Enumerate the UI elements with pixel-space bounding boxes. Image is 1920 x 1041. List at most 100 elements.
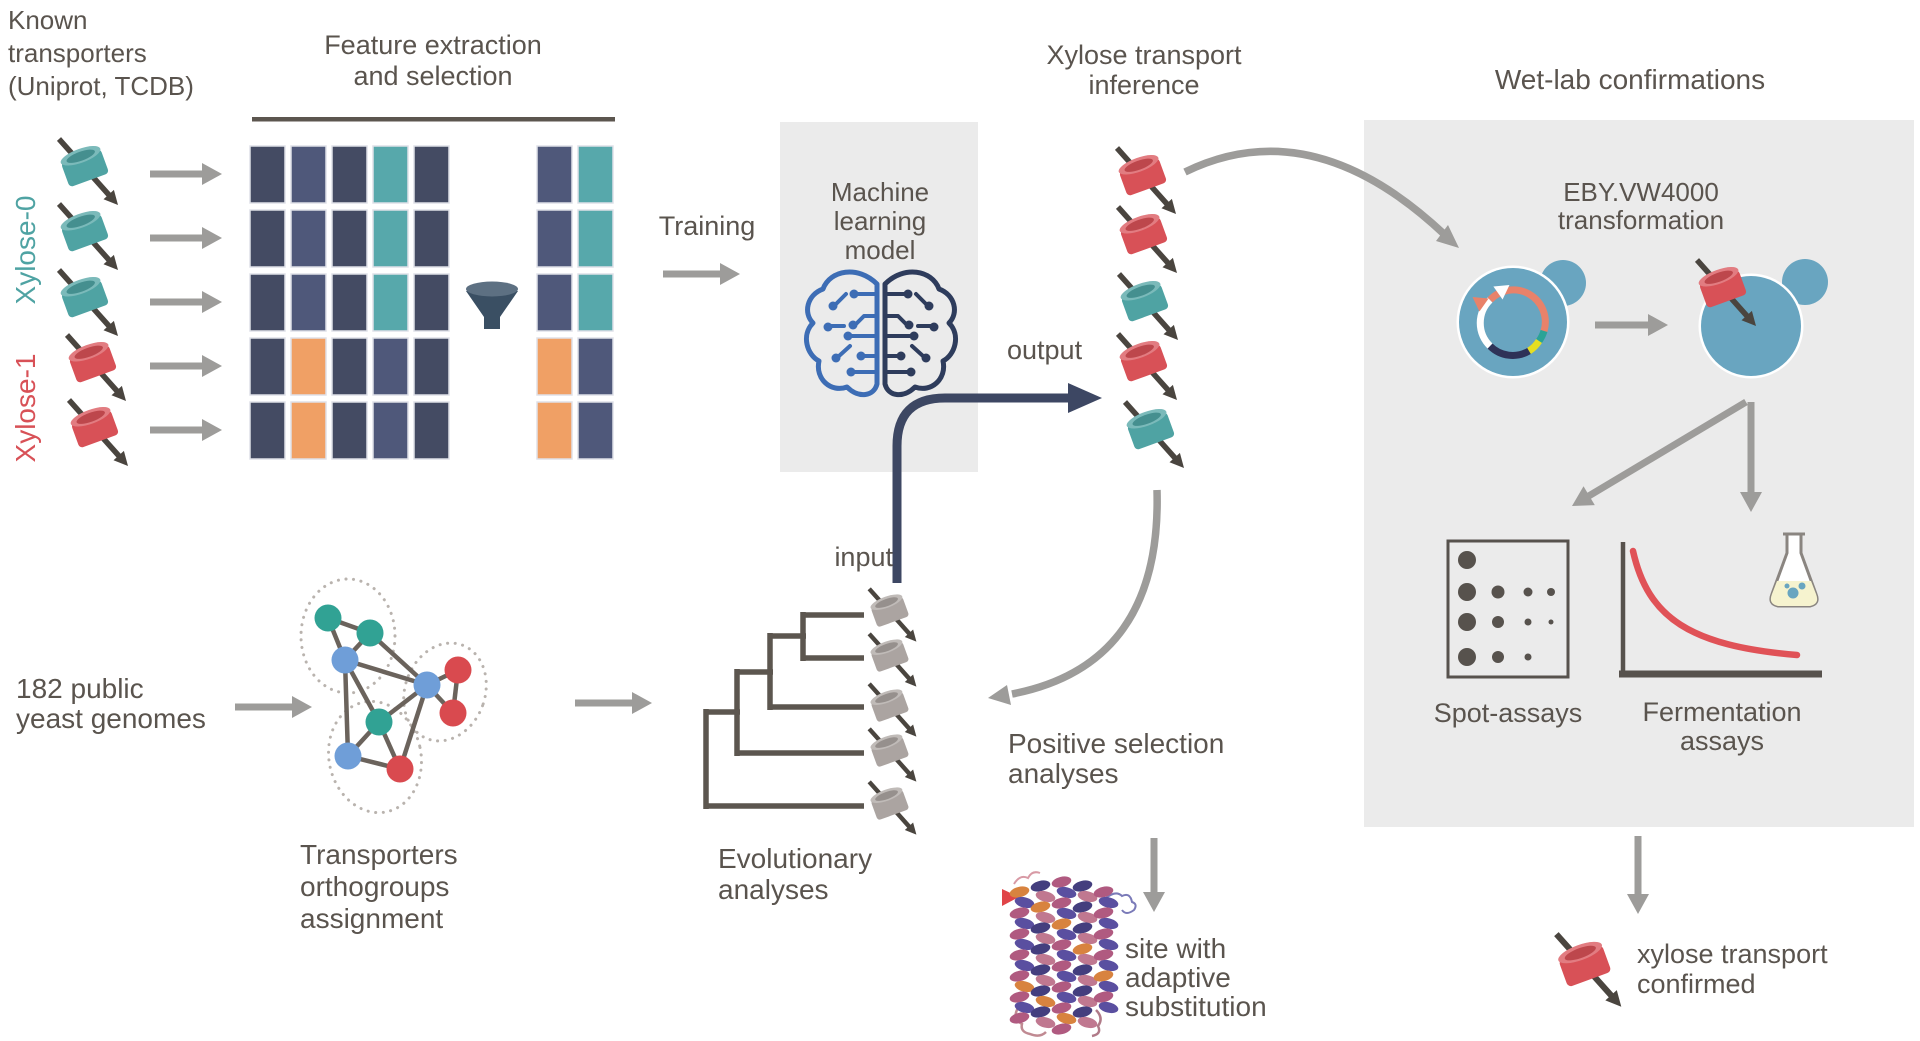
feature-tile — [372, 209, 409, 268]
protein-helix-coil — [1072, 880, 1093, 892]
genomes-arrow — [235, 696, 312, 718]
network-node — [444, 656, 472, 684]
protein-helix-coil — [1051, 981, 1072, 993]
protein-helix-coil — [1030, 964, 1051, 976]
network-node — [386, 755, 414, 783]
feature-matrix — [249, 145, 614, 460]
machine-learning-brain-icon — [803, 269, 959, 397]
wetlab-to-confirmed-arrow — [1627, 836, 1649, 914]
network-node — [413, 671, 441, 699]
known-transporter-icon — [64, 333, 126, 401]
fermentation-label: Fermentation assays — [1642, 697, 1802, 756]
protein-helix-coil — [1051, 960, 1072, 972]
selected-feature-tile — [577, 401, 614, 460]
feature-tile — [372, 145, 409, 204]
fermentation-chart — [1619, 542, 1822, 678]
cell-to-spot-arrow — [1572, 398, 1748, 506]
network-node — [331, 646, 359, 674]
inference-to-wetlab-arrow — [1183, 147, 1459, 248]
network-to-tree-arrow — [575, 692, 652, 714]
feature-tile — [413, 273, 450, 332]
protein-helix-coil — [1014, 980, 1035, 993]
feature-tile — [249, 145, 286, 204]
orthogroups-label: Transporters orthogroups assignment — [300, 839, 458, 934]
protein-helix-coil — [1035, 974, 1056, 987]
known-transporters-title: Known transporters (Uniprot, TCDB) — [8, 5, 194, 101]
feature-tile — [290, 209, 327, 268]
protein-helix-coil — [1077, 911, 1098, 924]
protein-helix-coil — [1056, 1012, 1077, 1025]
transformation-arrow — [1595, 314, 1668, 336]
feature-tile — [290, 401, 327, 460]
protein-helix-coil — [1009, 886, 1030, 898]
site-marker-triangle — [1002, 889, 1019, 906]
protein-helix-coil — [1093, 907, 1114, 919]
flask-icon — [1769, 532, 1819, 608]
feature-row-arrow — [150, 291, 222, 313]
selected-feature-tile — [536, 337, 573, 396]
protein-helix-coil — [1030, 985, 1051, 997]
protein-helix-coil — [1093, 970, 1114, 982]
network-node — [365, 708, 393, 736]
selected-feature-tile — [536, 145, 573, 204]
training-arrow — [663, 263, 740, 285]
selected-feature-tile — [536, 209, 573, 268]
inference-title: Xylose transport inference — [1046, 40, 1242, 100]
inference-to-positive-arrow — [988, 489, 1161, 705]
colony-spot — [1492, 651, 1504, 663]
feature-tile — [290, 337, 327, 396]
protein-helix-coil — [1056, 907, 1077, 920]
network-edge — [344, 657, 428, 688]
protein-helix-coil — [1077, 974, 1098, 987]
feature-tile — [249, 337, 286, 396]
phylogenetic-tree — [703, 612, 864, 809]
network-node — [334, 742, 362, 770]
feature-tile — [290, 145, 327, 204]
protein-helix-coil — [1009, 991, 1030, 1003]
positive-to-protein-arrow — [1143, 838, 1165, 912]
protein-helix-coil — [1093, 928, 1114, 940]
colony-spot — [1548, 619, 1554, 625]
protein-helix-coil — [1056, 949, 1077, 962]
confirmed-transporter-icon — [1554, 932, 1622, 1007]
network-node — [439, 699, 467, 727]
ortholog-transporter-icon — [867, 587, 917, 642]
protein-helix-coil — [1014, 938, 1035, 951]
protein-helix-coil — [1072, 964, 1093, 976]
feature-tile — [413, 209, 450, 268]
colony-spot — [1458, 583, 1476, 601]
protein-helix-coil — [1014, 1001, 1035, 1014]
inferred-transporter-icon — [1122, 400, 1184, 468]
protein-helix-coil — [1093, 949, 1114, 961]
protein-helix-coil — [1051, 897, 1072, 909]
protein-helix-coil — [1014, 959, 1035, 972]
selected-feature-tile — [577, 337, 614, 396]
selected-feature-tile — [577, 209, 614, 268]
colony-spot — [1491, 585, 1505, 599]
protein-helix-coil — [1072, 922, 1093, 934]
positive-selection-label: Positive selection analyses — [1008, 728, 1225, 789]
feature-row-arrow — [150, 419, 222, 441]
colony-spot — [1524, 653, 1532, 661]
protein-helix-coil — [1093, 886, 1114, 898]
cell-transporter-icon — [1694, 258, 1756, 326]
feature-tile — [331, 273, 368, 332]
selected-feature-tile — [577, 145, 614, 204]
protein-helix-coil — [1030, 922, 1051, 934]
protein-helix-coil — [1077, 953, 1098, 966]
protein-helix-coil — [1051, 876, 1072, 888]
genomes-label: 182 public yeast genomes — [16, 673, 206, 734]
protein-helix-coil — [1077, 1016, 1098, 1029]
protein-helix-coil — [1030, 901, 1051, 913]
protein-helix-coil — [1035, 1016, 1056, 1029]
protein-helix-coil — [1098, 896, 1119, 909]
feature-row-arrow — [150, 227, 222, 249]
selected-feature-tile — [536, 401, 573, 460]
protein-helix-coil — [1030, 1006, 1051, 1018]
feature-tile — [413, 401, 450, 460]
colony-spot — [1524, 618, 1532, 626]
protein-helix-coil — [1072, 985, 1093, 997]
selected-feature-tile — [577, 273, 614, 332]
orthogroup-network — [299, 577, 488, 815]
